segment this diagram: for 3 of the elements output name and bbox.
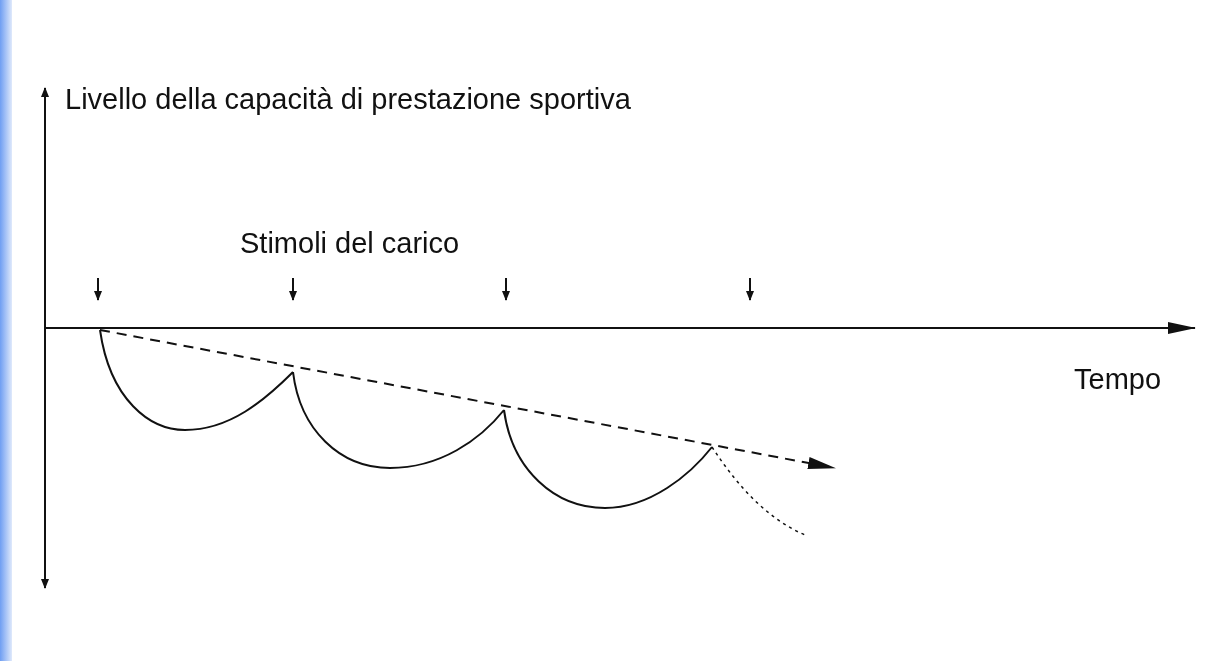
axis-label: Tempo: [1074, 362, 1162, 396]
axis-title: Livello della capacità di prestazione sportiva: [65, 82, 631, 116]
annotation-text: Stimoli del carico: [240, 226, 460, 260]
